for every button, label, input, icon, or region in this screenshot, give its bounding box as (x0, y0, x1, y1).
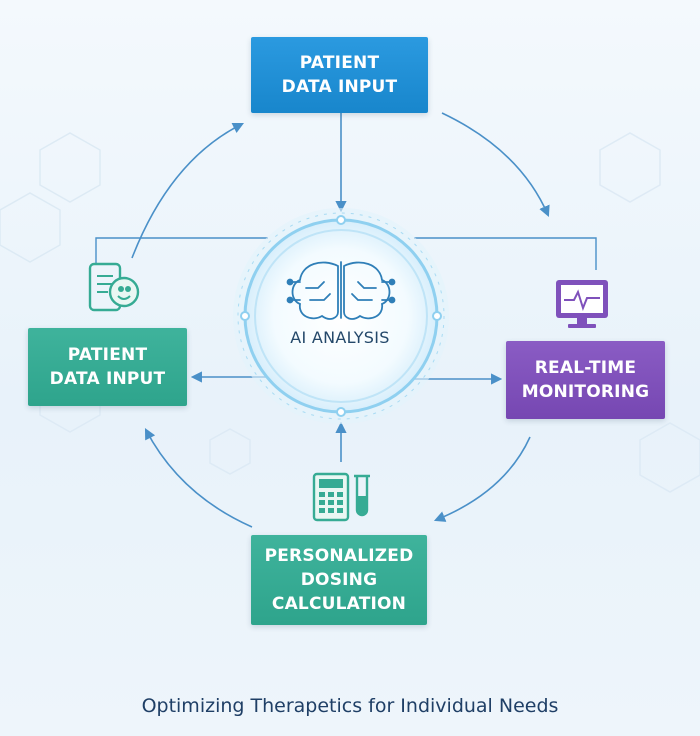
brain-circuit-icon (286, 261, 396, 320)
node-bottom-line3: CALCULATION (271, 594, 407, 614)
arc-top-to-right (441, 112, 550, 218)
arc-right-to-bottom (433, 436, 531, 522)
mobile-health-app-icon (88, 262, 140, 312)
node-left-line2: DATA INPUT (49, 369, 166, 389)
node-bottom-line2: DOSING (300, 570, 378, 590)
node-top-line1: PATIENT (299, 53, 380, 73)
node-top-line2: DATA INPUT (281, 77, 398, 97)
node-real-time-monitoring: REAL-TIME MONITORING (506, 341, 665, 419)
node-right-line1: REAL-TIME (534, 358, 637, 378)
diagram-caption: Optimizing Therapetics for Individual Ne… (141, 695, 559, 717)
node-patient-data-input-top: PATIENT DATA INPUT (251, 37, 428, 113)
heart-monitor-icon (556, 280, 608, 328)
connector-right-bracket (414, 237, 597, 270)
node-left-line1: PATIENT (67, 345, 148, 365)
center-label: AI ANALYSIS (290, 328, 390, 347)
hexagon-pattern (0, 132, 700, 493)
arc-left-to-top (131, 122, 245, 259)
connector-left-bracket (95, 237, 268, 264)
node-bottom-line1: PERSONALIZED (264, 546, 414, 566)
arc-bottom-to-left (144, 428, 253, 528)
node-patient-data-input-left: PATIENT DATA INPUT (28, 328, 187, 406)
node-personalized-dosing-calculation: PERSONALIZED DOSING CALCULATION (251, 535, 427, 625)
node-right-line2: MONITORING (521, 382, 650, 402)
calculator-and-test-tube-icon (312, 472, 370, 522)
